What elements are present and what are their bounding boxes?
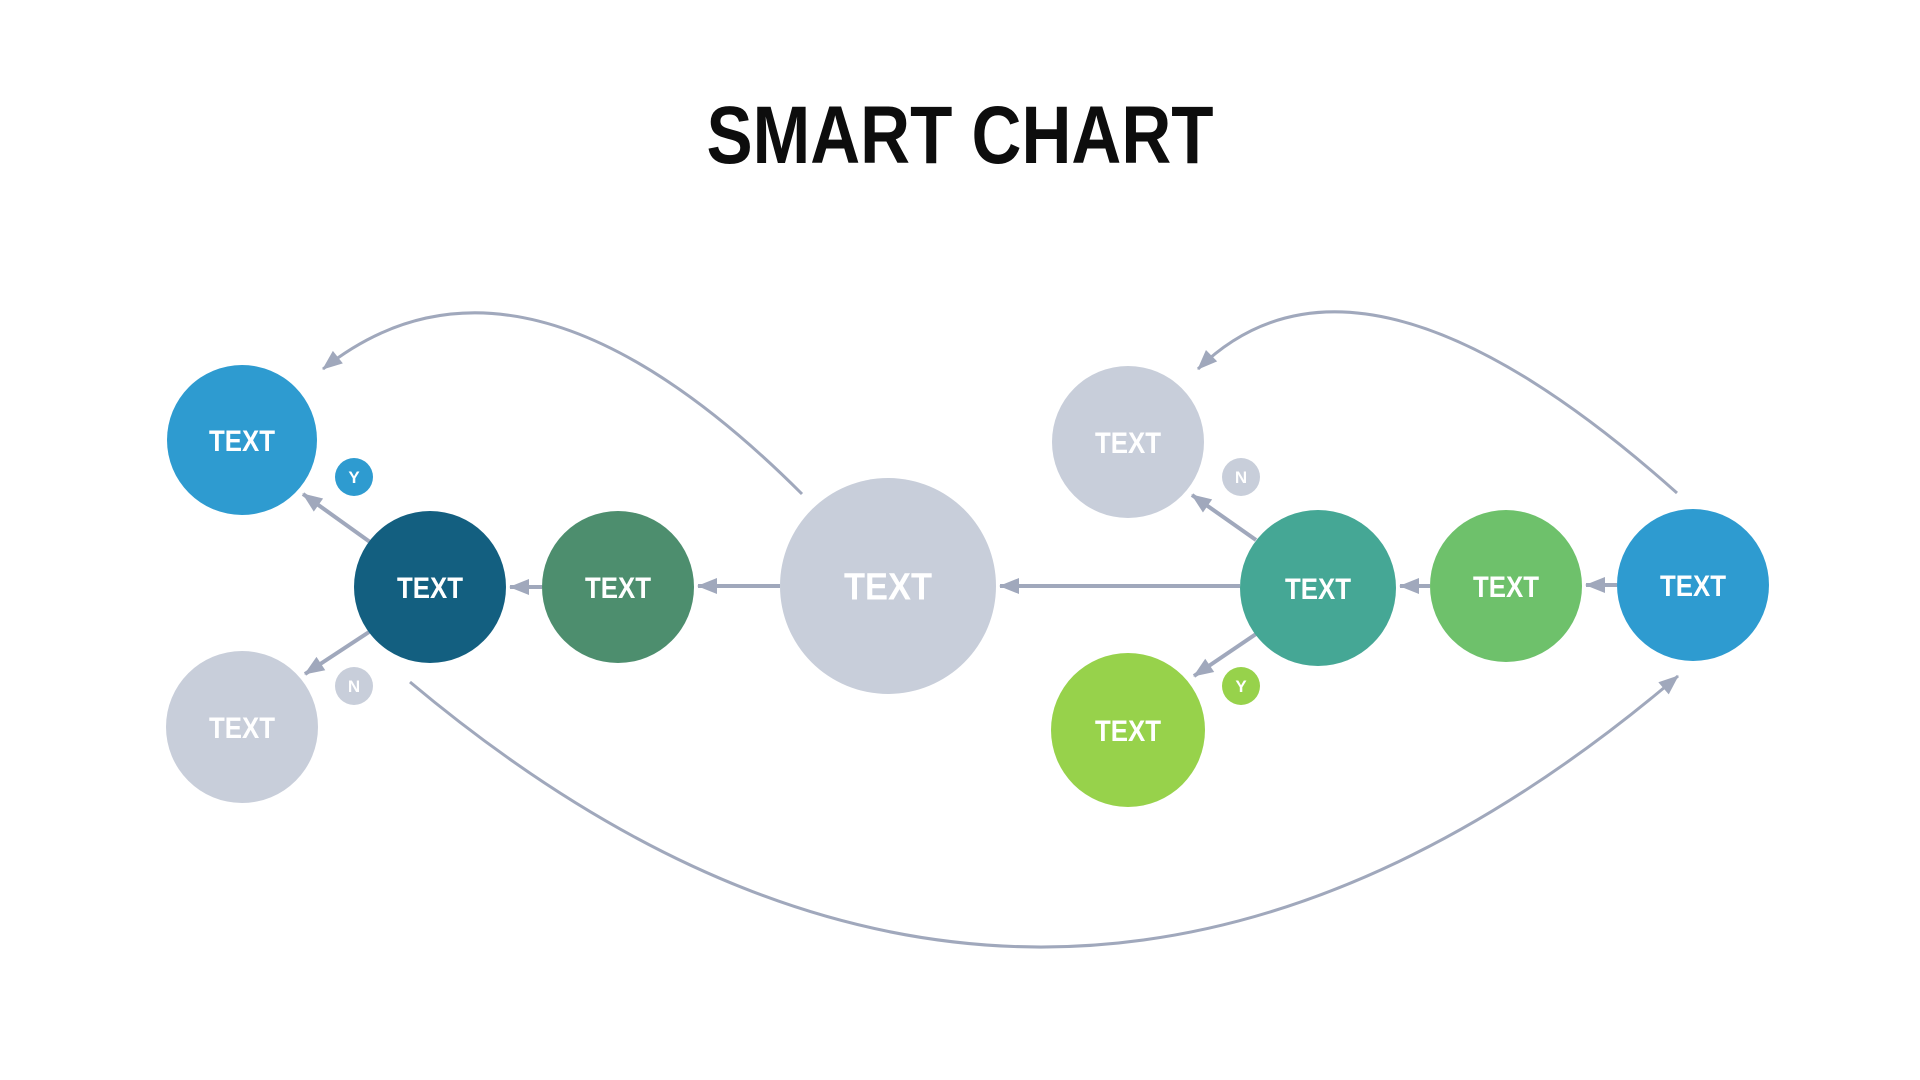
badge-label: Y — [1235, 677, 1247, 696]
node-bottom-left-gray[interactable]: TEXT — [166, 651, 318, 803]
node-label: TEXT — [1285, 573, 1351, 606]
node-circle[interactable] — [542, 511, 694, 663]
node-circle[interactable] — [1052, 366, 1204, 518]
connector-arc-bottom-loop — [409, 674, 1679, 949]
node-label: TEXT — [209, 712, 275, 745]
page-title: SMART CHART — [707, 90, 1214, 181]
node-label: TEXT — [1095, 427, 1161, 460]
node-label: TEXT — [397, 572, 463, 605]
badge-no-left[interactable]: N — [335, 667, 373, 705]
node-center-hub[interactable]: TEXT — [780, 478, 996, 694]
badge-circle[interactable] — [1222, 458, 1260, 496]
node-circle[interactable] — [166, 651, 318, 803]
badge-yes-right[interactable]: Y — [1222, 667, 1260, 705]
node-step-left[interactable]: TEXT — [542, 511, 694, 663]
badge-circle[interactable] — [1222, 667, 1260, 705]
node-circle[interactable] — [1051, 653, 1205, 807]
node-label: TEXT — [585, 572, 651, 605]
badge-circle[interactable] — [335, 458, 373, 496]
node-circle[interactable] — [167, 365, 317, 515]
node-circle[interactable] — [1430, 510, 1582, 662]
connector-decisionleft-to-bottomleft-no — [303, 630, 371, 676]
node-label: TEXT — [209, 425, 275, 458]
node-top-right-gray[interactable]: TEXT — [1052, 366, 1204, 518]
node-start-right-blue[interactable]: TEXT — [1617, 509, 1769, 661]
node-circle[interactable] — [354, 511, 506, 663]
node-decision-left[interactable]: TEXT — [354, 511, 506, 663]
node-top-left-blue[interactable]: TEXT — [167, 365, 317, 515]
node-label: TEXT — [1095, 715, 1161, 748]
node-label: TEXT — [1660, 570, 1726, 603]
node-decision-right[interactable]: TEXT — [1240, 510, 1396, 666]
node-label: TEXT — [1473, 571, 1539, 604]
badge-label: N — [1235, 468, 1247, 487]
badge-yes-left[interactable]: Y — [335, 458, 373, 496]
badge-label: N — [348, 677, 360, 696]
node-step-right[interactable]: TEXT — [1430, 510, 1582, 662]
badge-no-right[interactable]: N — [1222, 458, 1260, 496]
node-label: TEXT — [844, 567, 932, 609]
node-circle[interactable] — [1617, 509, 1769, 661]
connector-arc-right-to-top-right — [1196, 310, 1678, 495]
connector-decisionright-to-bottomright-yes — [1192, 632, 1258, 678]
node-circle[interactable] — [1240, 510, 1396, 666]
badge-circle[interactable] — [335, 667, 373, 705]
connector-decisionright-to-topright-no — [1190, 493, 1258, 542]
node-bottom-right-lime[interactable]: TEXT — [1051, 653, 1205, 807]
node-circle[interactable] — [780, 478, 996, 694]
connector-arc-center-to-top-left — [322, 311, 804, 496]
connector-decisionleft-to-topleft-yes — [301, 492, 372, 544]
badge-label: Y — [348, 468, 360, 487]
